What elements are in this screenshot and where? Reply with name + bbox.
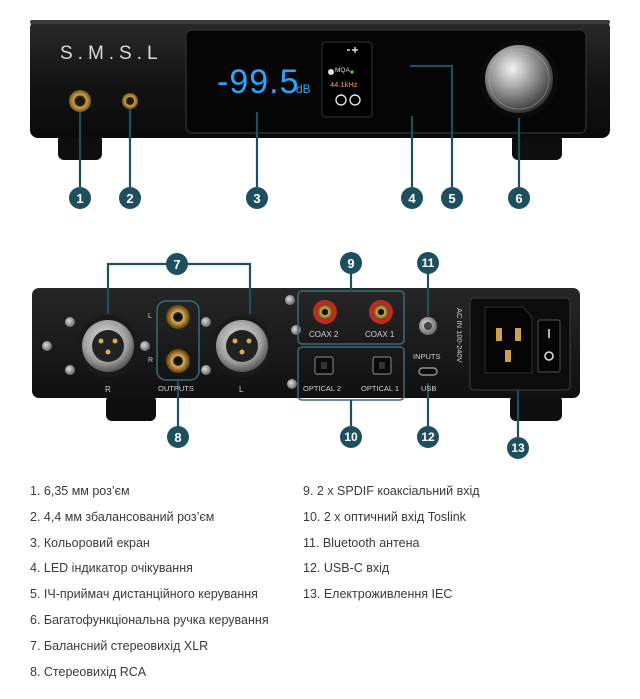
usb-logo-icon bbox=[347, 47, 358, 53]
power-rating-label: AC IN 100-240V bbox=[455, 308, 464, 363]
coax1-label: COAX 1 bbox=[365, 330, 395, 339]
jack-4-4mm bbox=[122, 93, 138, 109]
legend-item-12: 12. USB-C вхід bbox=[303, 561, 390, 575]
rear-foot-right bbox=[510, 395, 562, 421]
rear-foot-left bbox=[106, 395, 156, 421]
optical1-label: OPTICAL 1 bbox=[361, 384, 400, 393]
callout-1: 1 bbox=[69, 187, 91, 209]
rca-output-right bbox=[166, 349, 190, 373]
callout-12: 12 bbox=[417, 426, 439, 448]
rear-panel-illustration bbox=[32, 262, 580, 437]
legend-item-7: 7. Балансний стереовихід XLR bbox=[30, 639, 209, 653]
legend-item-3: 3. Кольоровий екран bbox=[30, 536, 150, 550]
inputs-label: INPUTS bbox=[413, 352, 441, 361]
callout-10: 10 bbox=[340, 426, 362, 448]
legend-item-6: 6. Багатофункціональна ручка керування bbox=[30, 613, 269, 627]
legend-item-1: 1. 6,35 мм роз’єм bbox=[30, 484, 130, 498]
callout-11: 11 bbox=[417, 252, 439, 274]
rear-leader-lines bbox=[106, 262, 520, 437]
rca-output-left bbox=[166, 305, 190, 329]
power-switch bbox=[537, 319, 561, 373]
usb-label: USB bbox=[421, 384, 437, 393]
legend-item-13: 13. Електроживлення IEC bbox=[303, 587, 453, 601]
coax2-jack bbox=[317, 304, 333, 320]
callout-13: 13 bbox=[507, 437, 529, 459]
callout-7: 7 bbox=[166, 253, 188, 275]
front-foot-right bbox=[512, 134, 562, 160]
legend-item-5: 5. ІЧ-приймач дистанційного керування bbox=[30, 587, 258, 601]
callout-9: 9 bbox=[340, 252, 362, 274]
callout-8: 8 bbox=[167, 426, 189, 448]
mqa-icon bbox=[328, 69, 334, 75]
front-leader-lines bbox=[78, 64, 521, 187]
optical2-label: OPTICAL 2 bbox=[303, 384, 342, 393]
usb-c-port bbox=[418, 367, 438, 376]
legend-item-4: 4. LED індикатор очікування bbox=[30, 561, 193, 575]
callout-2: 2 bbox=[119, 187, 141, 209]
headphone-symbol-2-icon bbox=[349, 94, 361, 106]
callout-5: 5 bbox=[441, 187, 463, 209]
volume-readout: -99.5 bbox=[217, 63, 300, 101]
legend-item-2: 2. 4,4 мм збалансований роз’єм bbox=[30, 510, 215, 524]
rca-right-label: R bbox=[148, 357, 154, 364]
callout-6: 6 bbox=[508, 187, 530, 209]
display-window bbox=[185, 29, 587, 134]
rca-left-label: L bbox=[148, 313, 152, 320]
headphone-symbol-1-icon bbox=[335, 94, 347, 106]
xlr-right-label: R bbox=[105, 385, 111, 394]
brand-logo: S.M.S.L bbox=[60, 43, 163, 64]
legend-item-9: 9. 2 х SPDIF коаксіальний вхід bbox=[303, 484, 480, 498]
iec-inlet bbox=[484, 306, 533, 374]
xlr-left-label: L bbox=[239, 385, 244, 394]
format-label: MQA bbox=[335, 67, 350, 74]
volume-unit: dB bbox=[296, 82, 311, 96]
legend-item-10: 10. 2 х оптичний вхід Toslink bbox=[303, 510, 466, 524]
callout-4: 4 bbox=[401, 187, 423, 209]
coax2-label: COAX 2 bbox=[309, 330, 339, 339]
front-panel-illustration bbox=[30, 20, 610, 187]
control-knob bbox=[485, 45, 553, 113]
coax1-jack bbox=[373, 304, 389, 320]
outputs-label: OUTPUTS bbox=[158, 384, 194, 393]
sample-rate-label: 44.1kHz bbox=[330, 80, 358, 89]
mqa-status-dot bbox=[350, 70, 354, 74]
jack-6-35mm bbox=[69, 90, 91, 112]
legend-item-8: 8. Стереовихід RCA bbox=[30, 665, 147, 679]
legend-item-11: 11. Bluetooth антена bbox=[303, 536, 420, 550]
callout-3: 3 bbox=[246, 187, 268, 209]
